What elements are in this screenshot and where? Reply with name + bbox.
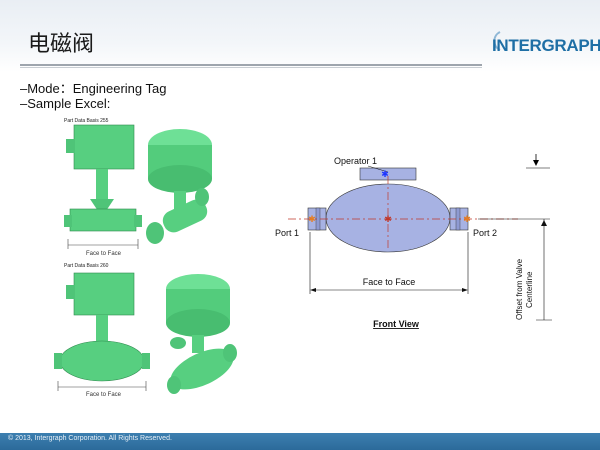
valve-3d-drawing: Part Data Basis 255 Face to Face: [54, 118, 237, 398]
port1-label: Port 1: [275, 228, 299, 238]
dimension-label-255: Face to Face: [86, 251, 122, 257]
port2-marker-icon: ✱: [463, 214, 471, 224]
valve-255-iso-symbol: [146, 129, 212, 244]
intergraph-logo-arc-icon: [493, 31, 501, 51]
intergraph-logo: INTERGRAPH: [492, 36, 600, 55]
valve-3d-figure: Part Data Basis 255 Face to Face: [30, 117, 266, 413]
bullet-mode: –Mode：Engineering Tag: [20, 81, 167, 96]
valve-260-iso-symbol: [166, 274, 237, 394]
bullet-sample-excel: –Sample Excel:: [20, 96, 111, 111]
front-view-title: Front View: [373, 319, 420, 329]
port2-label: Port 2: [473, 228, 497, 238]
valve-260-front-symbol: Face to Face: [54, 272, 150, 398]
dimension-label-260: Face to Face: [86, 392, 122, 398]
operator-port-marker-icon: ✱: [381, 169, 389, 179]
header-band: [0, 0, 600, 72]
valve-255-front-symbol: Face to Face: [64, 124, 142, 257]
copyright-text: © 2013, Intergraph Corporation. All Righ…: [8, 435, 172, 442]
title-divider-shadow: [20, 67, 482, 68]
title-divider: [20, 64, 482, 66]
port1-marker-icon: ✱: [308, 214, 316, 224]
offset-label-line1: Offset from Valve: [515, 258, 524, 320]
caption-part-255: Part Data Basis 255: [64, 118, 109, 124]
center-marker-icon: ✱: [384, 214, 392, 224]
caption-part-260: Part Data Basis 260: [64, 263, 109, 269]
footer-bar: © 2013, Intergraph Corporation. All Righ…: [0, 433, 600, 450]
face-to-face-label: Face to Face: [363, 277, 416, 287]
front-view-drawing: Operator 1 ✱ ✱ ✱ ✱ Port 1 Port 2: [275, 154, 552, 329]
offset-label-line2: Centerline: [525, 271, 534, 308]
front-view-figure: Operator 1 ✱ ✱ ✱ ✱ Port 1 Port 2: [268, 150, 558, 355]
slide-title: 电磁阀: [28, 32, 95, 57]
operator-label: Operator 1: [334, 156, 377, 166]
